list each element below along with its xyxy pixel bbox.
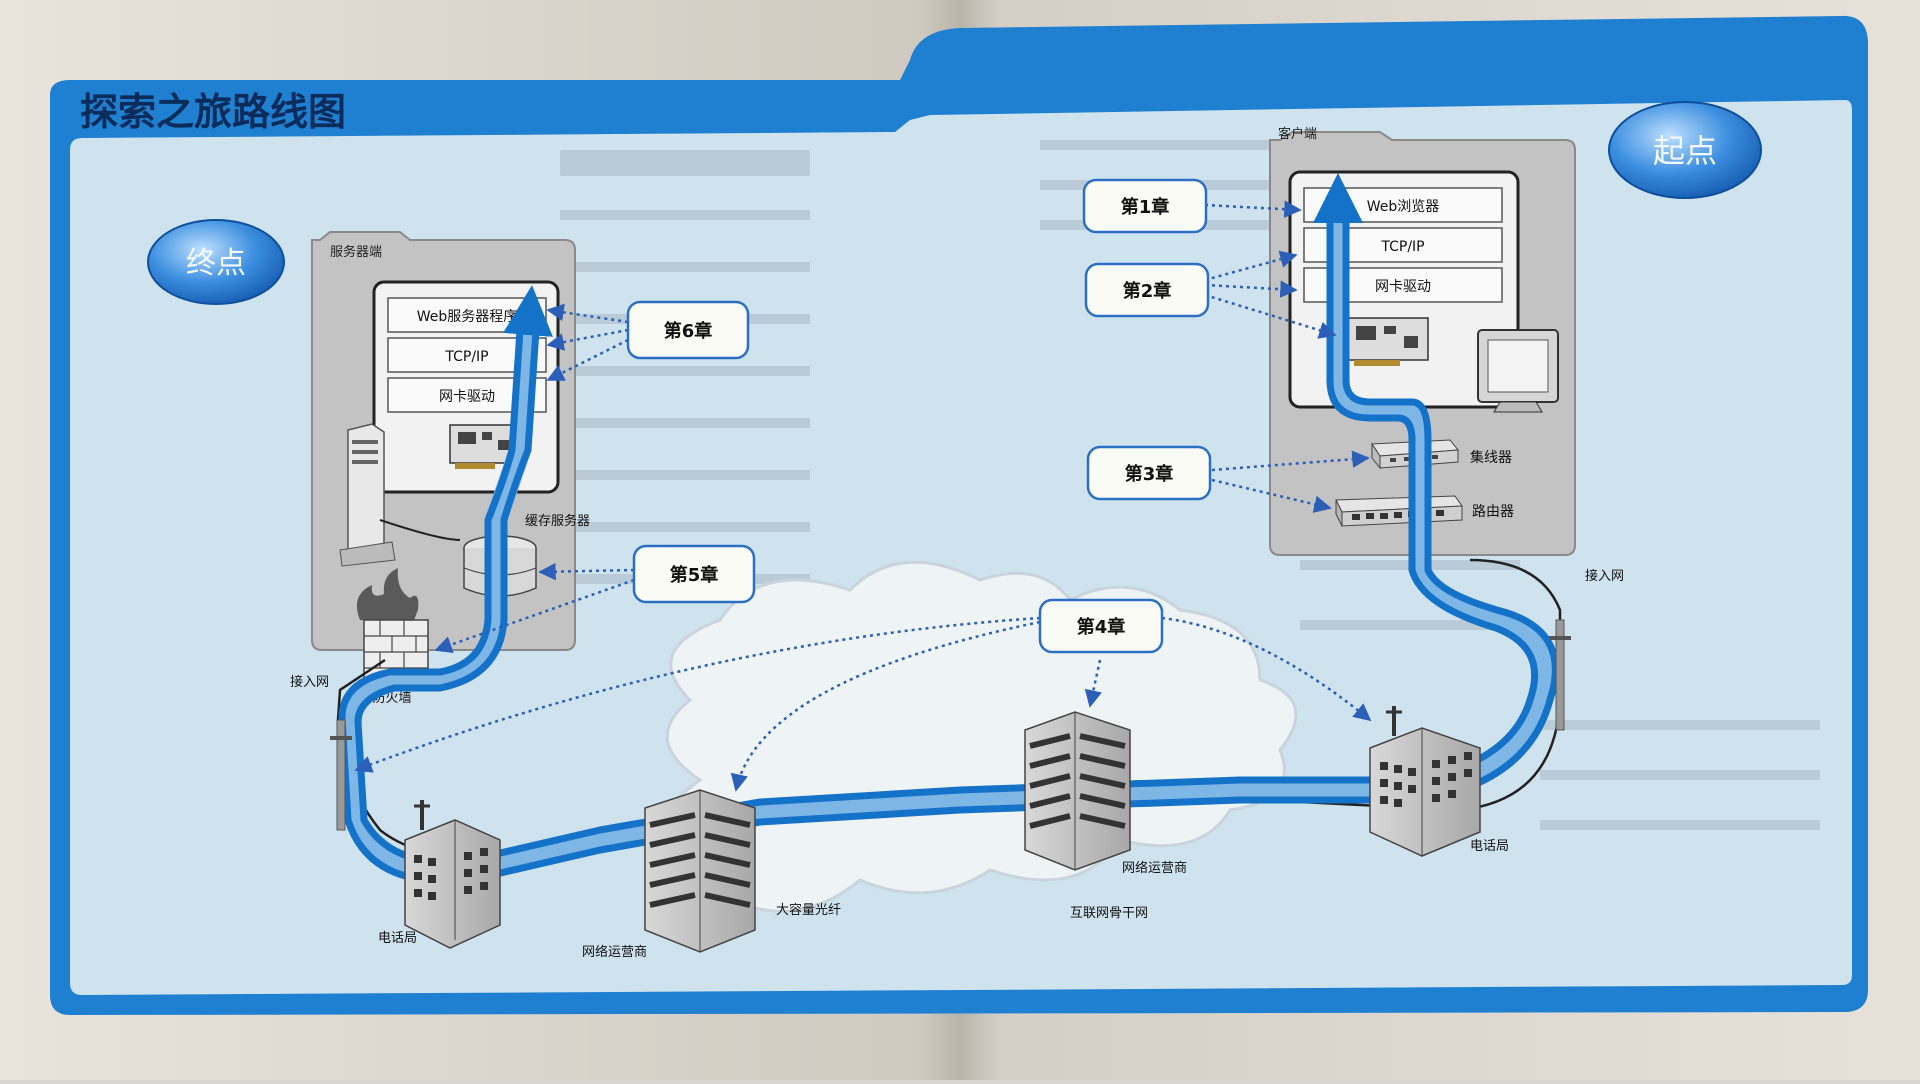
chapter-1-callout[interactable]: 第1章 [1082, 178, 1208, 234]
end-bubble: 终点 [147, 219, 285, 305]
building-icon [1024, 711, 1131, 871]
phone-office-left-label: 电话局 [378, 931, 417, 946]
chapter-4-label: 第4章 [1077, 616, 1126, 638]
server-side-header: 服务器端 [330, 244, 382, 260]
client-access-net-label: 接入网 [1585, 568, 1624, 584]
router-label: 路由器 [1472, 504, 1514, 520]
chapter-5-label: 第5章 [670, 564, 719, 586]
server-side-box: 服务器端 Web服务器程序 TCP/IP 网卡驱动 缓存服务器 [290, 231, 590, 706]
chapter-1-label: 第1章 [1121, 196, 1170, 218]
network-card-icon [1347, 317, 1429, 366]
server-access-net-label: 接入网 [290, 674, 329, 690]
utility-pole-icon [330, 719, 352, 831]
server-tower-icon [339, 423, 396, 567]
chapter-6-label: 第6章 [664, 320, 713, 342]
chapter-2-label: 第2章 [1123, 280, 1172, 302]
server-layer-app: Web服务器程序 [417, 309, 518, 325]
client-layer-tcpip: TCP/IP [1380, 239, 1424, 255]
server-layer-nic-driver: 网卡驱动 [439, 389, 495, 405]
isp-right-label: 网络运营商 [1122, 860, 1187, 876]
cache-server-label: 缓存服务器 [525, 513, 590, 529]
building-icon [404, 800, 501, 949]
building-icon [1369, 706, 1481, 857]
server-layer-tcpip: TCP/IP [444, 349, 488, 365]
start-label: 起点 [1653, 132, 1717, 170]
isp-left-label: 网络运营商 [582, 944, 647, 960]
roadmap-title: 探索之旅路线图 [80, 90, 346, 134]
chapter-3-callout[interactable]: 第3章 [1086, 445, 1212, 501]
chapter-2-callout[interactable]: 第2章 [1084, 262, 1210, 318]
end-label: 终点 [186, 246, 246, 281]
chapter-4-callout[interactable]: 第4章 [1038, 598, 1164, 654]
client-layer-browser: Web浏览器 [1367, 199, 1440, 215]
chapter-3-label: 第3章 [1125, 463, 1174, 485]
utility-pole-icon [1549, 619, 1571, 731]
chapter-6-callout[interactable]: 第6章 [626, 300, 750, 360]
chapter-5-callout[interactable]: 第5章 [632, 544, 756, 604]
client-layer-nic-driver: 网卡驱动 [1375, 279, 1431, 295]
phone-office-right-label: 电话局 [1470, 839, 1509, 854]
pc-monitor-icon [1477, 329, 1559, 413]
hub-label: 集线器 [1470, 449, 1512, 466]
fiber-label: 大容量光纤 [776, 902, 841, 918]
client-side-header: 客户端 [1278, 126, 1317, 142]
backbone-label: 互联网骨干网 [1070, 906, 1148, 921]
start-bubble: 起点 [1608, 101, 1762, 199]
building-icon [644, 789, 756, 953]
